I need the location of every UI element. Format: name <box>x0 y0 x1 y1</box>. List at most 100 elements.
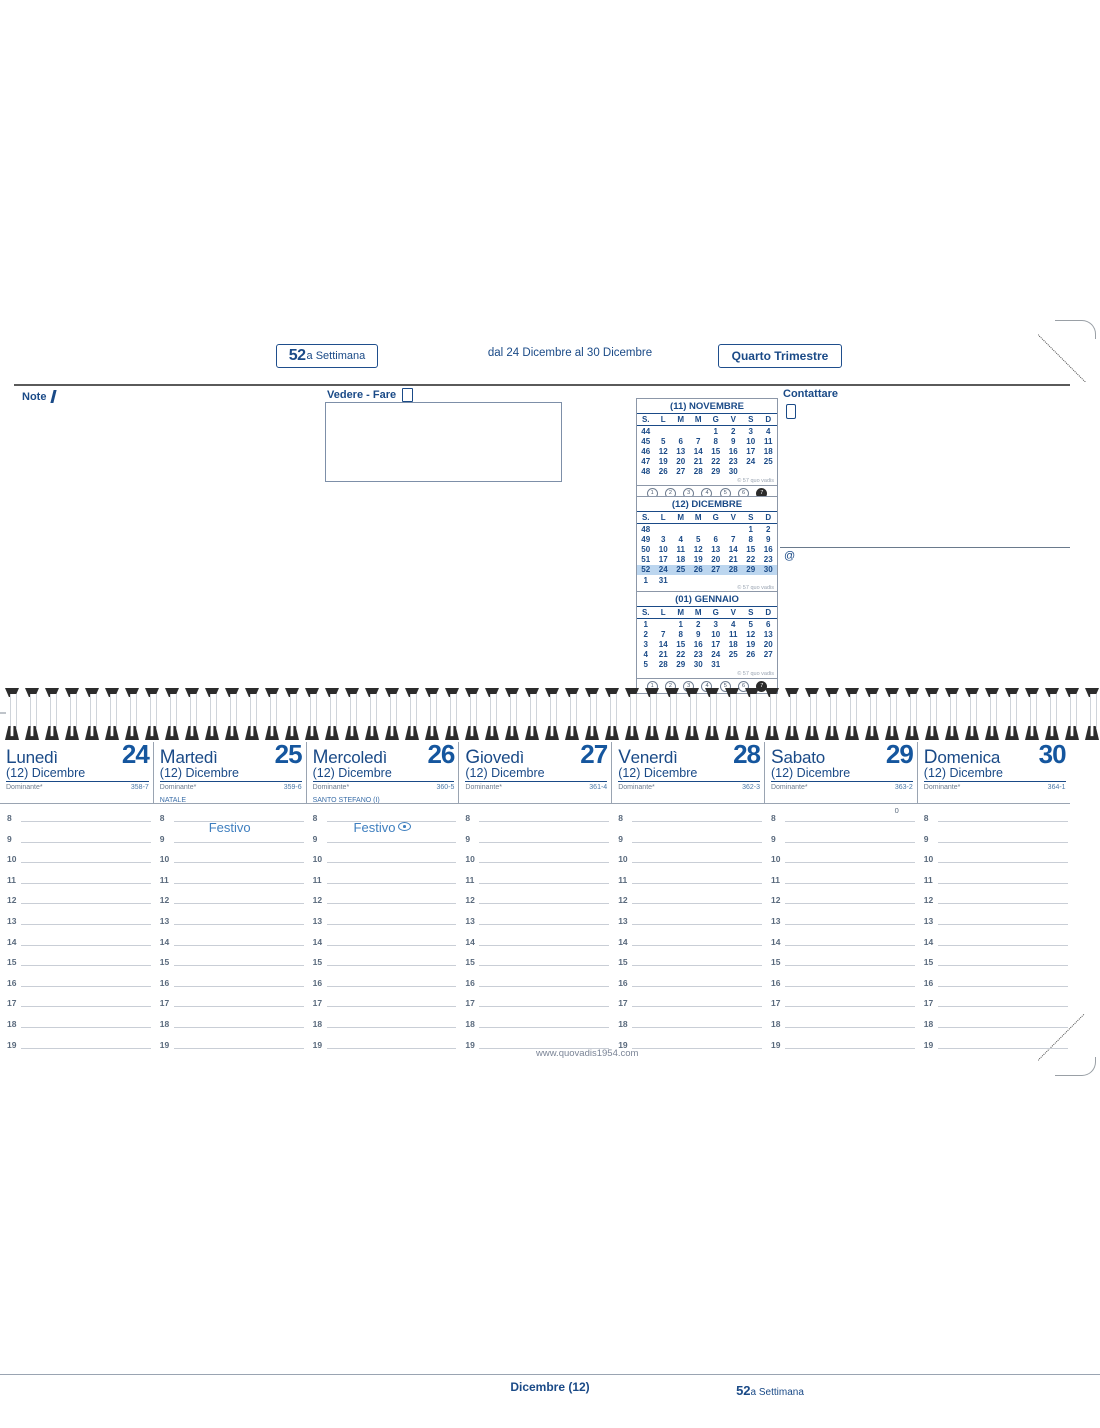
hour-row[interactable]: 13 <box>612 915 764 936</box>
hour-row[interactable]: 14 <box>307 936 459 957</box>
hour-row[interactable]: 17 <box>765 997 917 1018</box>
hour-label: 19 <box>770 1039 781 1050</box>
hour-row[interactable]: 16 <box>154 977 306 998</box>
hour-row[interactable]: 16 <box>612 977 764 998</box>
hour-row[interactable]: 19 <box>154 1039 306 1060</box>
day-name-rest: enerdì <box>630 748 678 767</box>
hour-line <box>21 944 151 946</box>
hour-row[interactable]: 18 <box>765 1018 917 1039</box>
hour-row[interactable]: 10 <box>612 853 764 874</box>
hour-row[interactable]: 16 <box>459 977 611 998</box>
hour-row[interactable]: 13 <box>1 915 153 936</box>
hour-row[interactable]: 15 <box>612 956 764 977</box>
hour-row[interactable]: 11 <box>765 874 917 895</box>
hour-row[interactable]: 9 <box>918 833 1070 854</box>
hour-row[interactable]: 19 <box>765 1039 917 1060</box>
hour-row[interactable]: 19 <box>307 1039 459 1060</box>
hour-row[interactable]: 16 <box>1 977 153 998</box>
hour-row[interactable]: 11 <box>918 874 1070 895</box>
hour-row[interactable]: 11 <box>612 874 764 895</box>
hour-row[interactable]: 8 <box>612 812 764 833</box>
hour-row[interactable]: 8 <box>918 812 1070 833</box>
hour-row[interactable]: 11 <box>1 874 153 895</box>
contact-phone-box[interactable] <box>780 402 1070 550</box>
hour-row[interactable]: 15 <box>459 956 611 977</box>
mini-calendar-title: (12) DICEMBRE <box>637 497 777 512</box>
hour-row[interactable]: 19 <box>459 1039 611 1060</box>
hour-row[interactable]: 18 <box>918 1018 1070 1039</box>
hour-row[interactable]: 18 <box>1 1018 153 1039</box>
hour-row[interactable]: 11 <box>154 874 306 895</box>
hour-row[interactable]: 19 <box>612 1039 764 1060</box>
hour-row[interactable]: 9 <box>154 833 306 854</box>
hour-row[interactable]: 13 <box>154 915 306 936</box>
hour-row[interactable]: 15 <box>1 956 153 977</box>
mini-calendar-day: 16 <box>763 544 773 554</box>
hour-row[interactable]: 10 <box>459 853 611 874</box>
spiral-coil <box>384 688 400 740</box>
hour-row[interactable]: 14 <box>612 936 764 957</box>
hour-row[interactable]: 9 <box>459 833 611 854</box>
hour-row[interactable]: 8 <box>154 812 306 833</box>
hour-row[interactable]: 17 <box>459 997 611 1018</box>
spiral-coil <box>964 688 980 740</box>
hour-row[interactable]: 11 <box>459 874 611 895</box>
hour-row[interactable]: 10 <box>307 853 459 874</box>
hour-row[interactable]: 16 <box>765 977 917 998</box>
hour-row[interactable]: 14 <box>1 936 153 957</box>
hour-row[interactable]: 10 <box>918 853 1070 874</box>
hour-row[interactable]: 12 <box>154 894 306 915</box>
hour-row[interactable]: 8 <box>1 812 153 833</box>
hour-row[interactable]: 10 <box>1 853 153 874</box>
hour-row[interactable]: 15 <box>918 956 1070 977</box>
hour-row[interactable]: 10 <box>154 853 306 874</box>
hour-row[interactable]: 12 <box>307 894 459 915</box>
hour-row[interactable]: 13 <box>459 915 611 936</box>
hour-row[interactable]: 18 <box>612 1018 764 1039</box>
hour-row[interactable]: 19 <box>918 1039 1070 1060</box>
hour-row[interactable]: 10 <box>765 853 917 874</box>
hour-row[interactable]: 14 <box>765 936 917 957</box>
hour-row[interactable]: 15 <box>765 956 917 977</box>
hour-row[interactable]: 14 <box>154 936 306 957</box>
hour-row[interactable]: 8 <box>765 812 917 833</box>
contact-email-box[interactable] <box>780 550 1070 670</box>
hour-row[interactable]: 12 <box>612 894 764 915</box>
hour-row[interactable]: 17 <box>612 997 764 1018</box>
hour-row[interactable]: 9 <box>612 833 764 854</box>
hour-row[interactable]: 18 <box>154 1018 306 1039</box>
hour-row[interactable]: 16 <box>307 977 459 998</box>
hour-row[interactable]: 13 <box>765 915 917 936</box>
hour-row[interactable]: 15 <box>154 956 306 977</box>
hour-row[interactable]: 8 <box>459 812 611 833</box>
todo-writing-box[interactable] <box>325 402 562 482</box>
hour-row[interactable]: 18 <box>307 1018 459 1039</box>
hour-row[interactable]: 9 <box>307 833 459 854</box>
hour-row[interactable]: 19 <box>1 1039 153 1060</box>
hour-row[interactable]: 17 <box>154 997 306 1018</box>
hour-row[interactable]: 16 <box>918 977 1070 998</box>
hour-row[interactable]: 14 <box>459 936 611 957</box>
hour-row[interactable]: 12 <box>918 894 1070 915</box>
hour-row[interactable]: 12 <box>459 894 611 915</box>
hour-row[interactable]: 8 <box>307 812 459 833</box>
hour-row[interactable]: 12 <box>765 894 917 915</box>
hour-row[interactable]: 17 <box>307 997 459 1018</box>
hour-label: 19 <box>923 1039 934 1050</box>
hour-row[interactable]: 13 <box>918 915 1070 936</box>
hour-row[interactable]: 13 <box>307 915 459 936</box>
hour-row[interactable]: 9 <box>765 833 917 854</box>
hour-row[interactable]: 15 <box>307 956 459 977</box>
hour-row[interactable]: 9 <box>1 833 153 854</box>
hour-row[interactable]: 17 <box>918 997 1070 1018</box>
contact-section-label: Contattare <box>783 388 839 400</box>
hour-row[interactable]: 11 <box>307 874 459 895</box>
hour-row[interactable]: 18 <box>459 1018 611 1039</box>
hour-row[interactable]: 17 <box>1 997 153 1018</box>
hour-row[interactable]: 12 <box>1 894 153 915</box>
hour-row[interactable]: 14 <box>918 936 1070 957</box>
